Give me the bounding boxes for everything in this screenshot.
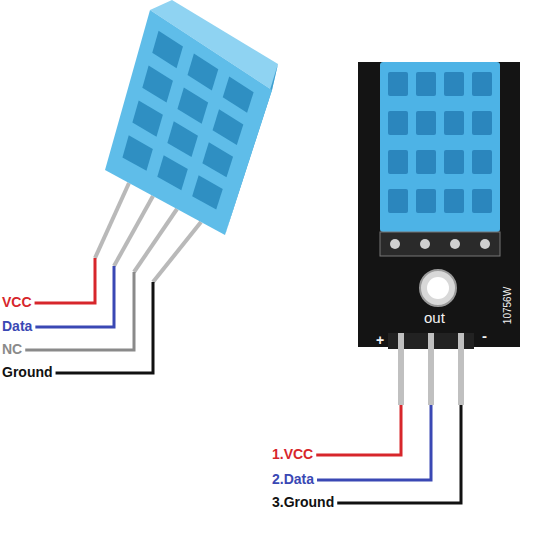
wire xyxy=(316,405,401,455)
pin-label: 2.Data xyxy=(272,472,314,487)
pin-label: 3.Ground xyxy=(272,495,334,510)
vent-hole xyxy=(157,155,188,190)
vent-hole xyxy=(444,111,464,135)
vent-hole xyxy=(444,189,464,213)
vent-hole xyxy=(388,111,408,135)
wire xyxy=(337,405,461,503)
vent-hole xyxy=(167,121,198,157)
vent-hole xyxy=(188,54,219,91)
vent-hole xyxy=(388,189,408,213)
vent-hole xyxy=(132,100,163,136)
vent-hole xyxy=(416,72,436,96)
dht11-module xyxy=(358,62,520,405)
sensor-housing xyxy=(380,62,500,232)
vent-hole xyxy=(223,76,254,112)
pcb-board xyxy=(358,62,520,347)
vent-hole xyxy=(177,87,208,123)
vent-hole xyxy=(202,142,233,177)
vent-hole xyxy=(388,150,408,174)
silkscreen-text: + xyxy=(376,333,384,348)
pin-label: NC xyxy=(2,342,22,357)
pin-label: Data xyxy=(2,319,32,334)
silkscreen-text: - xyxy=(482,328,487,345)
wire xyxy=(25,272,134,350)
wire xyxy=(35,258,95,303)
pin-label: VCC xyxy=(2,295,32,310)
silkscreen-text: out xyxy=(424,310,445,327)
vent-hole xyxy=(444,72,464,96)
wire xyxy=(56,282,153,373)
vent-hole xyxy=(142,66,173,103)
vent-hole xyxy=(472,189,492,213)
vent-hole xyxy=(388,72,408,96)
vent-hole xyxy=(122,135,152,171)
solder-pad xyxy=(480,239,490,249)
sensor-header xyxy=(380,232,500,256)
vent-hole xyxy=(472,72,492,96)
mount-hole xyxy=(420,270,456,306)
vent-hole xyxy=(444,150,464,174)
vent-hole xyxy=(152,31,183,69)
module-pin xyxy=(398,333,404,405)
solder-pad xyxy=(390,239,400,249)
solder-pad xyxy=(450,239,460,249)
wire xyxy=(317,405,431,480)
vent-hole xyxy=(192,175,223,209)
vent-hole xyxy=(472,150,492,174)
vent-hole xyxy=(416,189,436,213)
sensor-pin xyxy=(153,222,201,282)
silkscreen-text: 10756W xyxy=(503,286,514,323)
wire xyxy=(35,266,114,327)
module-pin xyxy=(428,333,434,405)
solder-pad xyxy=(420,239,430,249)
sensor-front-face xyxy=(105,10,272,235)
pin-label: 1.VCC xyxy=(272,447,313,462)
vent-hole xyxy=(213,109,244,145)
vent-hole xyxy=(416,111,436,135)
mount-hole xyxy=(427,277,449,299)
dht11-sensor xyxy=(95,0,278,282)
vent-hole xyxy=(416,150,436,174)
module-pin xyxy=(458,333,464,405)
vent-hole xyxy=(472,111,492,135)
pin-label: Ground xyxy=(2,365,53,380)
